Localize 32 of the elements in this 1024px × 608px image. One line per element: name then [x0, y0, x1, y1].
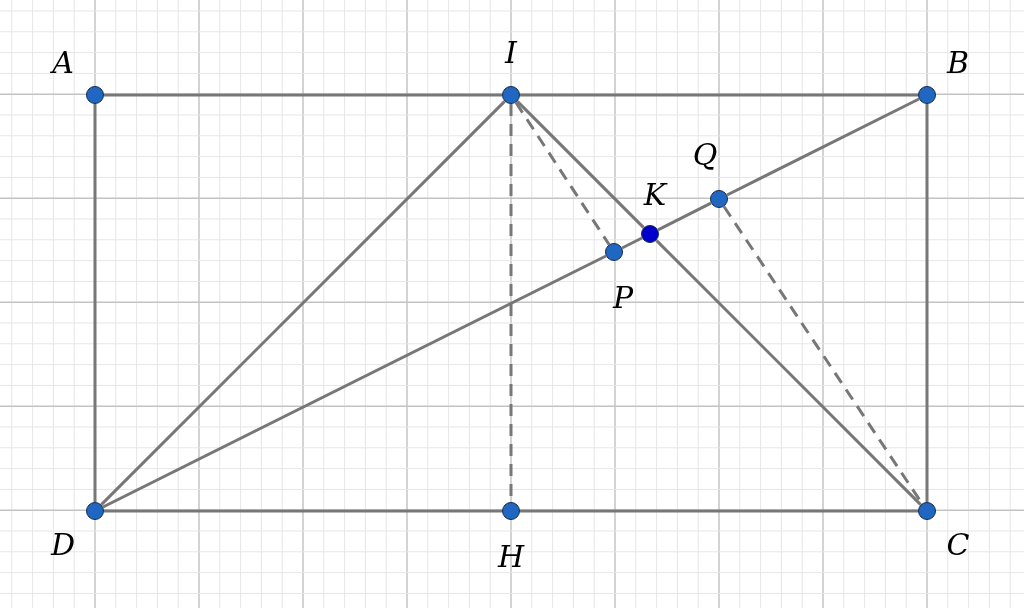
point-marker — [502, 502, 520, 520]
line-segment — [520, 93, 918, 97]
line-segment — [104, 93, 502, 97]
point-label: P — [612, 283, 634, 313]
point-marker — [641, 225, 659, 243]
point-marker — [710, 190, 728, 208]
point-label: C — [946, 530, 970, 560]
point-label: B — [947, 48, 969, 78]
line-segment — [93, 104, 97, 502]
point-marker — [86, 86, 104, 104]
line-segment — [621, 236, 643, 250]
point-marker — [502, 86, 520, 104]
line-segment — [655, 239, 922, 506]
point-label: I — [505, 38, 517, 68]
point-marker — [605, 243, 623, 261]
point-label: K — [643, 180, 667, 210]
point-marker — [918, 86, 936, 104]
line-segment — [520, 509, 918, 513]
point-label: Q — [692, 140, 718, 170]
line-segment — [726, 97, 920, 197]
point-label: D — [50, 530, 76, 560]
line-segment — [657, 201, 712, 232]
dashed-segment — [514, 101, 611, 246]
point-label: A — [52, 48, 74, 78]
line-segment — [100, 100, 506, 506]
line-segment — [102, 254, 607, 509]
point-marker — [918, 502, 936, 520]
point-label: H — [497, 542, 525, 572]
line-segment — [104, 509, 502, 513]
point-marker — [86, 502, 104, 520]
line-segment — [516, 100, 645, 229]
line-segment — [925, 104, 929, 502]
